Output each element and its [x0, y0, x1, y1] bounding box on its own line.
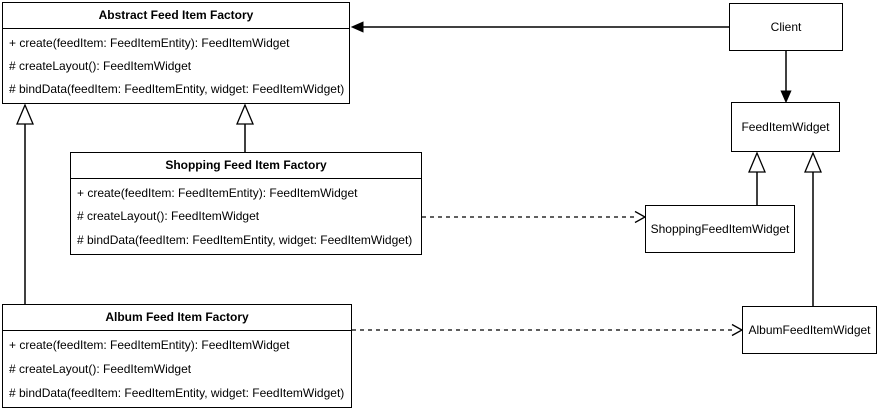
class-album-feed-item-factory[interactable]: Album Feed Item Factory + create(feedIte…	[2, 304, 352, 408]
open-arrowhead-icon	[634, 210, 647, 224]
hollow-triangle-arrowhead-icon	[748, 151, 766, 173]
class-title: Client	[770, 20, 802, 34]
class-title: AlbumFeedItemWidget	[748, 323, 871, 337]
method-create-layout: # createLayout(): FeedItemWidget	[9, 362, 192, 376]
class-feed-item-widget[interactable]: FeedItemWidget	[731, 102, 840, 152]
method-create-layout: # createLayout(): FeedItemWidget	[77, 209, 260, 224]
class-methods: + create(feedItem: FeedItemEntity): Feed…	[3, 331, 351, 407]
class-title: Abstract Feed Item Factory	[3, 3, 349, 29]
filled-arrowhead-icon	[350, 21, 364, 33]
generalization-shopping-factory-to-abstract-factory	[236, 103, 254, 152]
method-create-layout: # createLayout(): FeedItemWidget	[9, 58, 192, 73]
class-title: FeedItemWidget	[741, 120, 830, 134]
class-title: Album Feed Item Factory	[3, 305, 351, 331]
dependency-album-factory-to-album-widget	[352, 323, 744, 337]
class-methods: + create(feedItem: FeedItemEntity): Feed…	[71, 179, 421, 254]
class-methods: + create(feedItem: FeedItemEntity): Feed…	[3, 29, 349, 103]
method-bind-data: # bindData(feedItem: FeedItemEntity, wid…	[9, 386, 345, 400]
hollow-triangle-arrowhead-icon	[16, 103, 34, 125]
generalization-album-factory-to-abstract-factory	[16, 103, 34, 304]
open-arrowhead-icon	[731, 323, 744, 337]
hollow-triangle-arrowhead-icon	[804, 151, 822, 173]
filled-arrowhead-icon	[780, 90, 792, 104]
class-album-feed-item-widget[interactable]: AlbumFeedItemWidget	[742, 306, 877, 354]
generalization-album-widget-to-feed-item-widget	[804, 151, 822, 306]
class-shopping-feed-item-widget[interactable]: ShoppingFeedItemWidget	[645, 205, 795, 253]
dependency-shopping-factory-to-shopping-widget	[422, 210, 647, 224]
method-create: + create(feedItem: FeedItemEntity): Feed…	[9, 35, 290, 50]
hollow-triangle-arrowhead-icon	[236, 103, 254, 125]
association-client-to-feed-item-widget	[780, 51, 792, 104]
method-bind-data: # bindData(feedItem: FeedItemEntity, wid…	[77, 233, 413, 248]
class-client[interactable]: Client	[729, 3, 843, 51]
class-shopping-feed-item-factory[interactable]: Shopping Feed Item Factory + create(feed…	[70, 152, 422, 255]
class-abstract-feed-item-factory[interactable]: Abstract Feed Item Factory + create(feed…	[2, 2, 350, 104]
association-client-to-abstract-factory	[350, 21, 729, 33]
method-create: + create(feedItem: FeedItemEntity): Feed…	[9, 338, 290, 352]
generalization-shopping-widget-to-feed-item-widget	[748, 151, 766, 205]
class-title: Shopping Feed Item Factory	[71, 153, 421, 179]
method-bind-data: # bindData(feedItem: FeedItemEntity, wid…	[9, 82, 345, 97]
class-title: ShoppingFeedItemWidget	[650, 222, 790, 236]
method-create: + create(feedItem: FeedItemEntity): Feed…	[77, 185, 358, 200]
